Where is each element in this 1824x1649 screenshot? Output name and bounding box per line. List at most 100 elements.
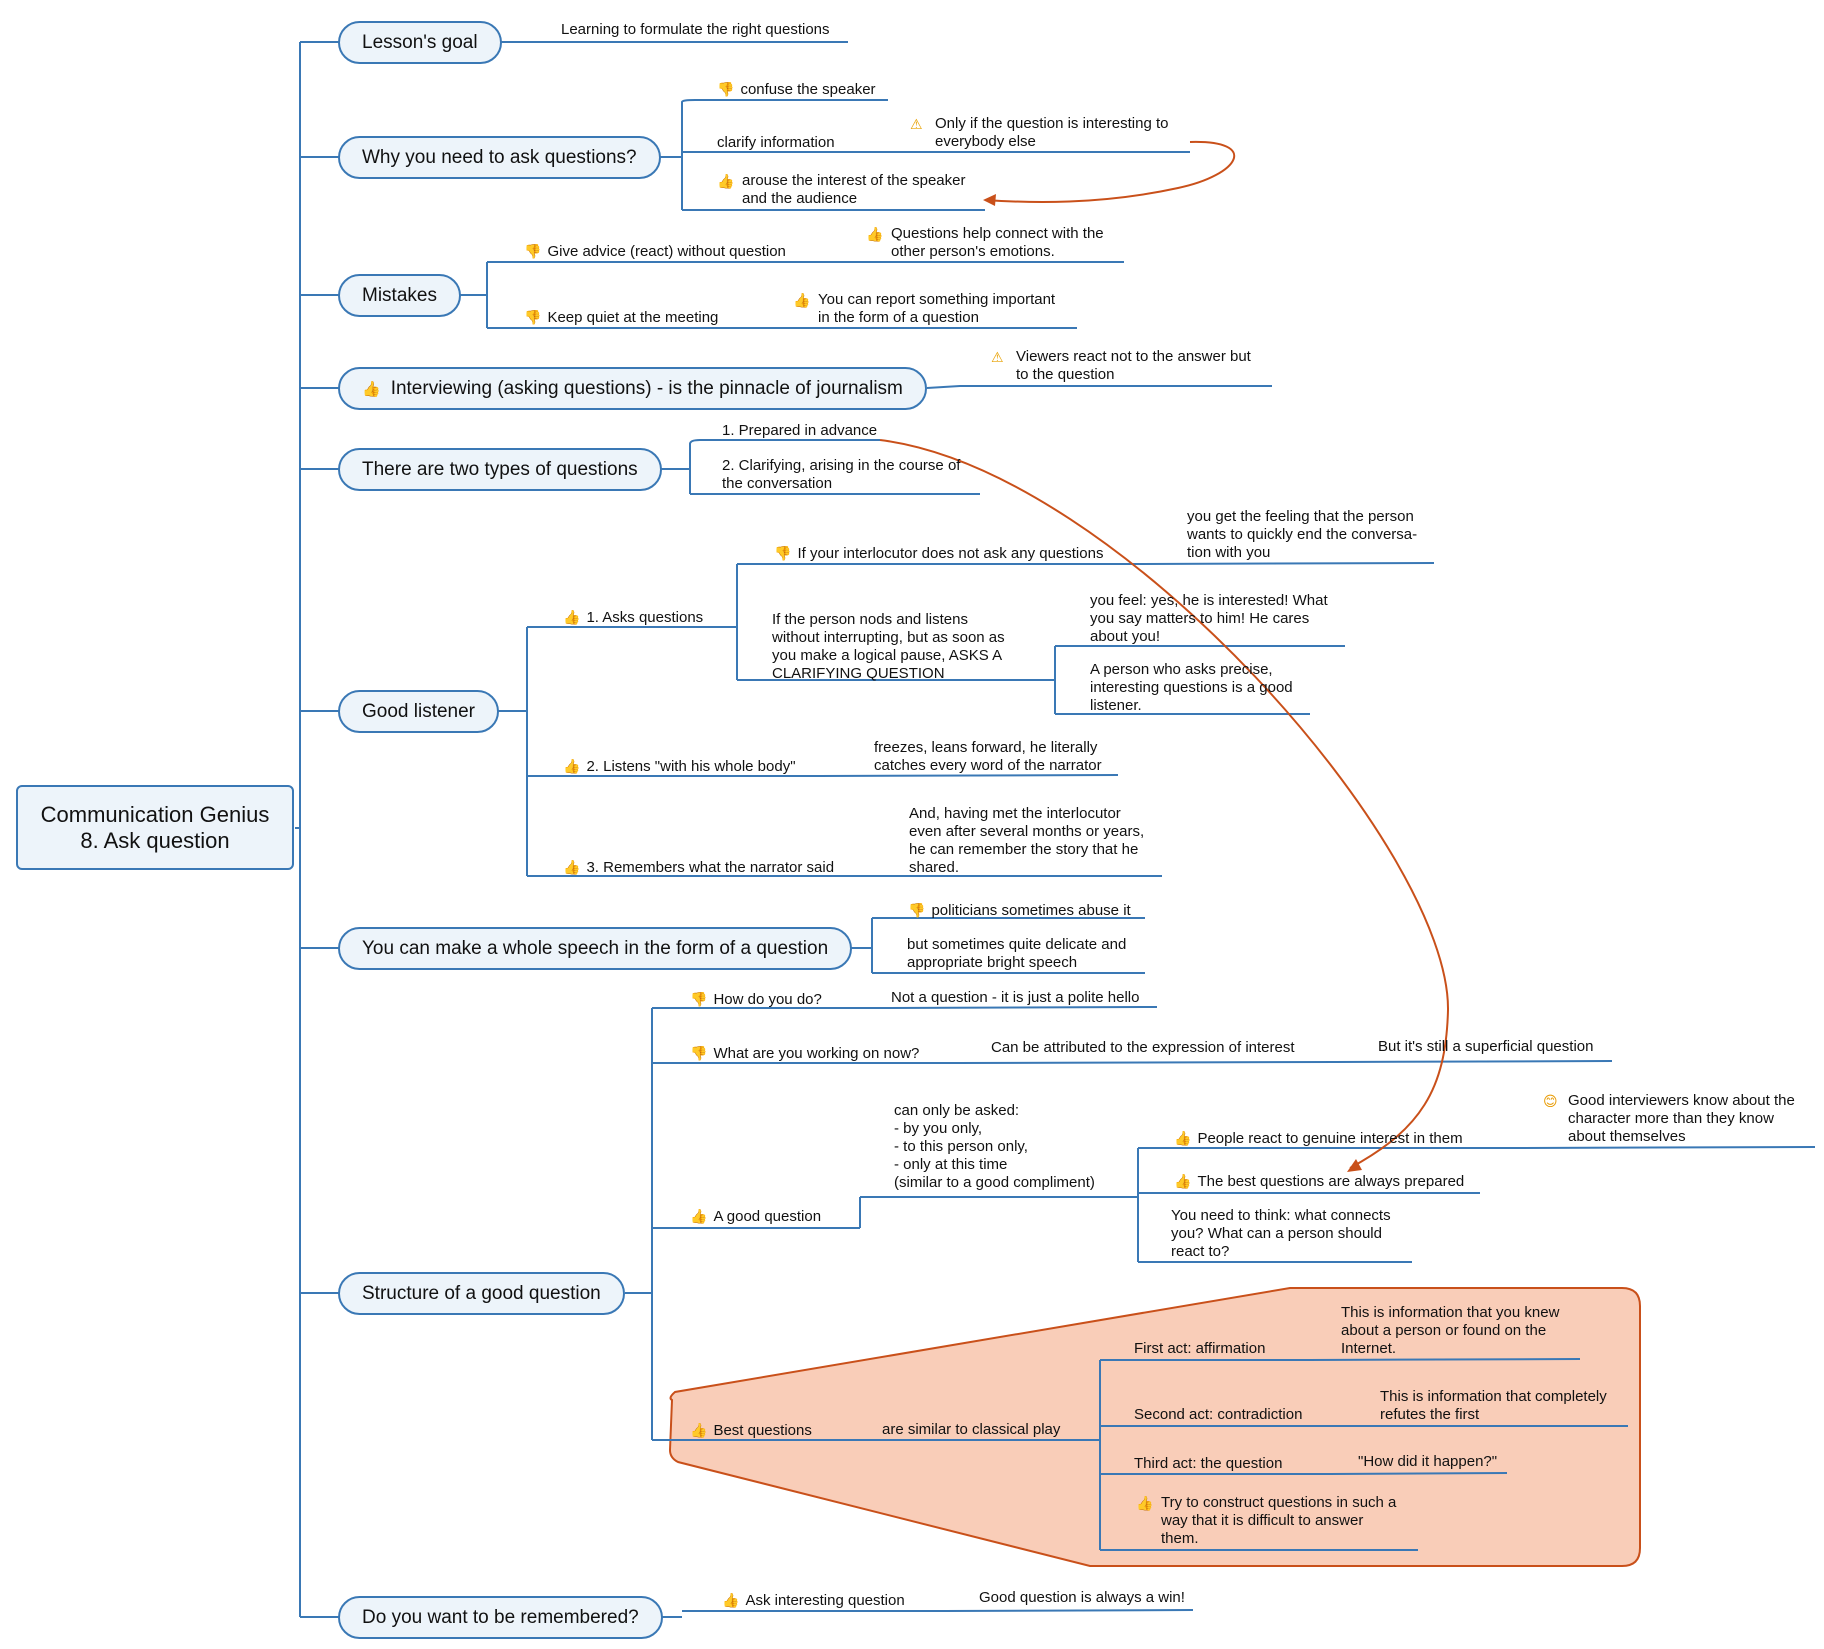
subtopic[interactable]: clarify information <box>717 134 835 152</box>
central-topic[interactable]: Communication Genius 8. Ask question <box>16 785 294 870</box>
subtopic-label: This is information that you knew <box>1341 1304 1560 1321</box>
topic-two-types[interactable]: There are two types of questions <box>338 448 662 491</box>
subtopic-label: A person who asks precise, <box>1090 661 1273 678</box>
subtopic-label: - only at this time <box>894 1156 1008 1173</box>
subtopic-label: them. <box>1161 1530 1199 1547</box>
topic-label: Structure of a good question <box>362 1282 601 1304</box>
tree-lines <box>295 41 1816 1618</box>
subtopic-label: - by you only, <box>894 1120 983 1137</box>
subtopic-label: A good question <box>713 1208 822 1225</box>
subtopic-label: Try to construct questions in such a <box>1161 1494 1397 1511</box>
topic-label: Lesson's goal <box>362 31 478 53</box>
subtopic-label: How do you do? <box>713 991 822 1008</box>
subtopic[interactable]: Good question is always a win! <box>979 1589 1185 1607</box>
subtopic[interactable]: 👍 2. Listens "with his whole body" <box>563 757 796 776</box>
topic-why-ask[interactable]: Why you need to ask questions? <box>338 136 661 179</box>
topic-interviewing[interactable]: 👍Interviewing (asking questions) - is th… <box>338 367 927 410</box>
topic-lessons-goal[interactable]: Lesson's goal <box>338 21 502 64</box>
topic-good-listener[interactable]: Good listener <box>338 690 500 733</box>
subtopic[interactable]: 👍People react to genuine interest in the… <box>1174 1129 1463 1148</box>
topic-label: Do you want to be remembered? <box>362 1606 639 1628</box>
subtopic[interactable]: "How did it happen?" <box>1358 1453 1497 1471</box>
thumbs-down-icon: 👎 <box>717 81 735 97</box>
subtopic[interactable]: Learning to formulate the right question… <box>561 21 830 39</box>
subtopic[interactable]: 👎How do you do? <box>690 990 822 1009</box>
topic-whole-speech[interactable]: You can make a whole speech in the form … <box>338 927 853 970</box>
subtopic-label: Can be attributed to the expression of i… <box>991 1039 1295 1056</box>
subtopic[interactable]: 👎If your interlocutor does not ask any q… <box>774 544 1103 563</box>
subtopic-label: to the question <box>1016 366 1115 383</box>
subtopic[interactable]: 👍Ask interesting question <box>722 1591 905 1610</box>
subtopic-label: Give advice (react) without question <box>547 243 786 260</box>
subtopic-label: are similar to classical play <box>882 1421 1061 1438</box>
topic-structure[interactable]: Structure of a good question <box>338 1272 625 1315</box>
subtopic-label: refutes the first <box>1380 1406 1480 1423</box>
subtopic[interactable]: can only be asked:- by you only,- to thi… <box>894 1102 1095 1192</box>
subtopic[interactable]: Not a question - it is just a polite hel… <box>891 989 1139 1007</box>
thumbs-down-icon: 👎 <box>774 545 792 561</box>
topic-remembered[interactable]: Do you want to be remembered? <box>338 1596 663 1639</box>
topic-label: Good listener <box>362 700 476 722</box>
subtopic-label: without interrupting, but as soon as <box>772 629 1005 646</box>
subtopic[interactable]: 👍A good question <box>690 1207 821 1226</box>
subtopic-label: Keep quiet at the meeting <box>547 309 719 326</box>
subtopic[interactable]: are similar to classical play <box>882 1421 1060 1439</box>
subtopic[interactable]: 👎Keep quiet at the meeting <box>524 308 718 327</box>
subtopic[interactable]: 👍Best questions <box>690 1421 812 1440</box>
subtopic-label: about a person or found on the <box>1341 1322 1547 1339</box>
subtopic-label: Viewers react not to the answer but <box>1016 348 1251 365</box>
subtopic[interactable]: Second act: contradiction <box>1134 1406 1302 1424</box>
thumbs-up-icon: 👍 <box>722 1592 740 1608</box>
subtopic-label: about themselves <box>1568 1128 1686 1145</box>
thumbs-down-icon: 👎 <box>690 1045 708 1061</box>
subtopic-label: Good interviewers know about the <box>1568 1092 1795 1109</box>
subtopic-label: Only if the question is interesting to <box>935 115 1169 132</box>
subtopic[interactable]: 👎 Give advice (react) without question <box>524 242 786 261</box>
subtopic-label: Best questions <box>713 1422 812 1439</box>
topic-mistakes[interactable]: Mistakes <box>338 274 461 317</box>
subtopic[interactable]: But it's still a superficial question <box>1378 1038 1593 1056</box>
subtopic[interactable]: 👎confuse the speaker <box>717 80 876 99</box>
subtopic[interactable]: A person who asks precise,interesting qu… <box>1090 661 1293 715</box>
subtopic[interactable]: 1. Prepared in advance <box>722 422 877 440</box>
thumbs-down-icon: 👎 <box>524 243 542 259</box>
subtopic[interactable]: Can be attributed to the expression of i… <box>991 1039 1295 1057</box>
subtopic-label: in the form of a question <box>818 309 979 326</box>
subtopic-label: politicians sometimes abuse it <box>931 902 1131 919</box>
subtopic-label: he can remember the story that he <box>909 841 1139 858</box>
subtopic-label: Questions help connect with the <box>891 225 1104 242</box>
subtopic-label: 2. Listens "with his whole body" <box>586 758 796 775</box>
subtopic[interactable]: 👎What are you working on now? <box>690 1044 919 1063</box>
topic-label: There are two types of questions <box>362 458 638 480</box>
subtopic-label: catches every word of the narrator <box>874 757 1102 774</box>
subtopic-label: 1. Asks questions <box>586 609 704 626</box>
subtopic[interactable]: 👍1. Asks questions <box>563 608 703 627</box>
thumbs-up-icon: 👍 <box>563 758 581 774</box>
subtopic-label: character more than they know <box>1568 1110 1774 1127</box>
subtopic[interactable]: 👍3. Remembers what the narrator said <box>563 858 834 877</box>
subtopic-label: you make a logical pause, ASKS A <box>772 647 1003 664</box>
subtopic[interactable]: 👎politicians sometimes abuse it <box>908 901 1131 920</box>
thumbs-up-icon: 👍 <box>717 173 735 189</box>
subtopic-label: "How did it happen?" <box>1358 1453 1498 1470</box>
subtopic[interactable]: 👍The best questions are always prepared <box>1174 1172 1464 1191</box>
subtopic[interactable]: Third act: the question <box>1134 1455 1282 1473</box>
subtopic[interactable]: First act: affirmation <box>1134 1340 1265 1358</box>
